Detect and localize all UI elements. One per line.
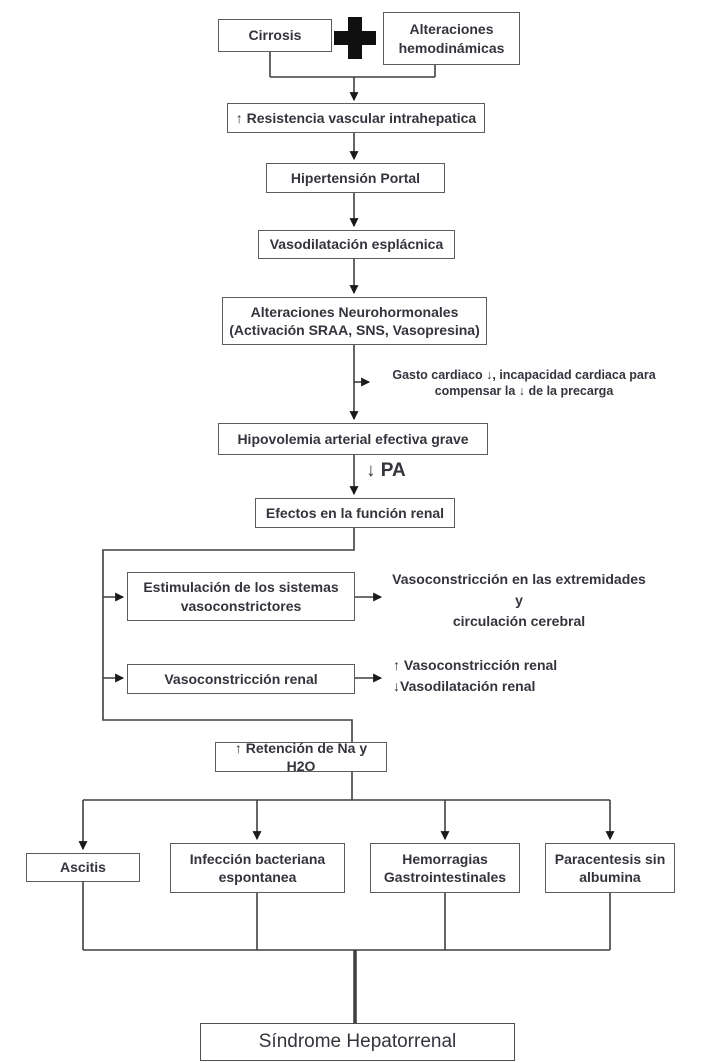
node-hipovolemia-label: Hipovolemia arterial efectiva grave [237,430,469,447]
node-estimulacion-sistemas: Estimulación de los sistemas vasoconstri… [127,572,355,621]
node-resistencia-vascular-label: ↑ Resistencia vascular intrahepatica [235,109,477,126]
note-efectos-renales: ↑ Vasoconstricción renal ↓Vasodilatación… [393,657,558,694]
node-hemorragias: Hemorragias Gastrointestinales [370,843,520,893]
node-sindrome-hepatorrenal-label: Síndrome Hepatorrenal [258,1030,457,1052]
node-vasoconstriccion-renal-label: Vasoconstricción renal [164,670,318,687]
plus-icon-horizontal-bar [334,31,376,45]
node-hipertension-portal-label: Hipertensión Portal [290,169,421,186]
node-infeccion-bacteriana: Infección bacteriana espontanea [170,843,345,893]
node-paracentesis: Paracentesis sin albumina [545,843,675,893]
node-hipovolemia: Hipovolemia arterial efectiva grave [218,423,488,455]
node-cirrosis-label: Cirrosis [248,27,302,44]
node-ascitis-label: Ascitis [60,859,106,876]
note-vasoconstriccion-extremidades: Vasoconstricción en las extremidades y c… [392,571,646,629]
node-resistencia-vascular: ↑ Resistencia vascular intrahepatica [227,103,485,133]
connector-efectos-left-rail [102,528,355,742]
node-efectos-funcion-renal-label: Efectos en la función renal [265,504,445,521]
node-cirrosis: Cirrosis [218,19,332,52]
plus-icon [334,17,376,59]
node-vasodilatacion-esplacnica-label: Vasodilatación esplácnica [269,236,444,253]
note-pa: ↓ PA [366,460,406,481]
node-paracentesis-label: Paracentesis sin albumina [554,850,666,885]
node-hemorragias-label: Hemorragias Gastrointestinales [383,850,507,885]
node-ascitis: Ascitis [26,853,140,882]
node-vasoconstriccion-renal: Vasoconstricción renal [127,664,355,694]
node-retencion-na-h2o-label: ↑ Retención de Na y H2O [234,739,368,774]
node-sindrome-hepatorrenal: Síndrome Hepatorrenal [200,1023,515,1061]
node-efectos-funcion-renal: Efectos en la función renal [255,498,455,528]
node-estimulacion-sistemas-label: Estimulación de los sistemas vasoconstri… [143,579,339,614]
node-alteraciones-neurohormonales-label: Alteraciones Neurohormonales (Activación… [229,303,480,338]
node-vasodilatacion-esplacnica: Vasodilatación esplácnica [258,230,455,259]
note-gasto-cardiaco: Gasto cardiaco ↓, incapacidad cardiaca p… [392,368,656,398]
node-infeccion-bacteriana-label: Infección bacteriana espontanea [189,850,326,885]
node-alteraciones-hemodinamicas: Alteraciones hemodinámicas [383,12,520,65]
node-alteraciones-neurohormonales: Alteraciones Neurohormonales (Activación… [222,297,487,345]
node-hipertension-portal: Hipertensión Portal [266,163,445,193]
node-retencion-na-h2o: ↑ Retención de Na y H2O [215,739,387,774]
node-alteraciones-hemodinamicas-label: Alteraciones hemodinámicas [398,21,505,56]
